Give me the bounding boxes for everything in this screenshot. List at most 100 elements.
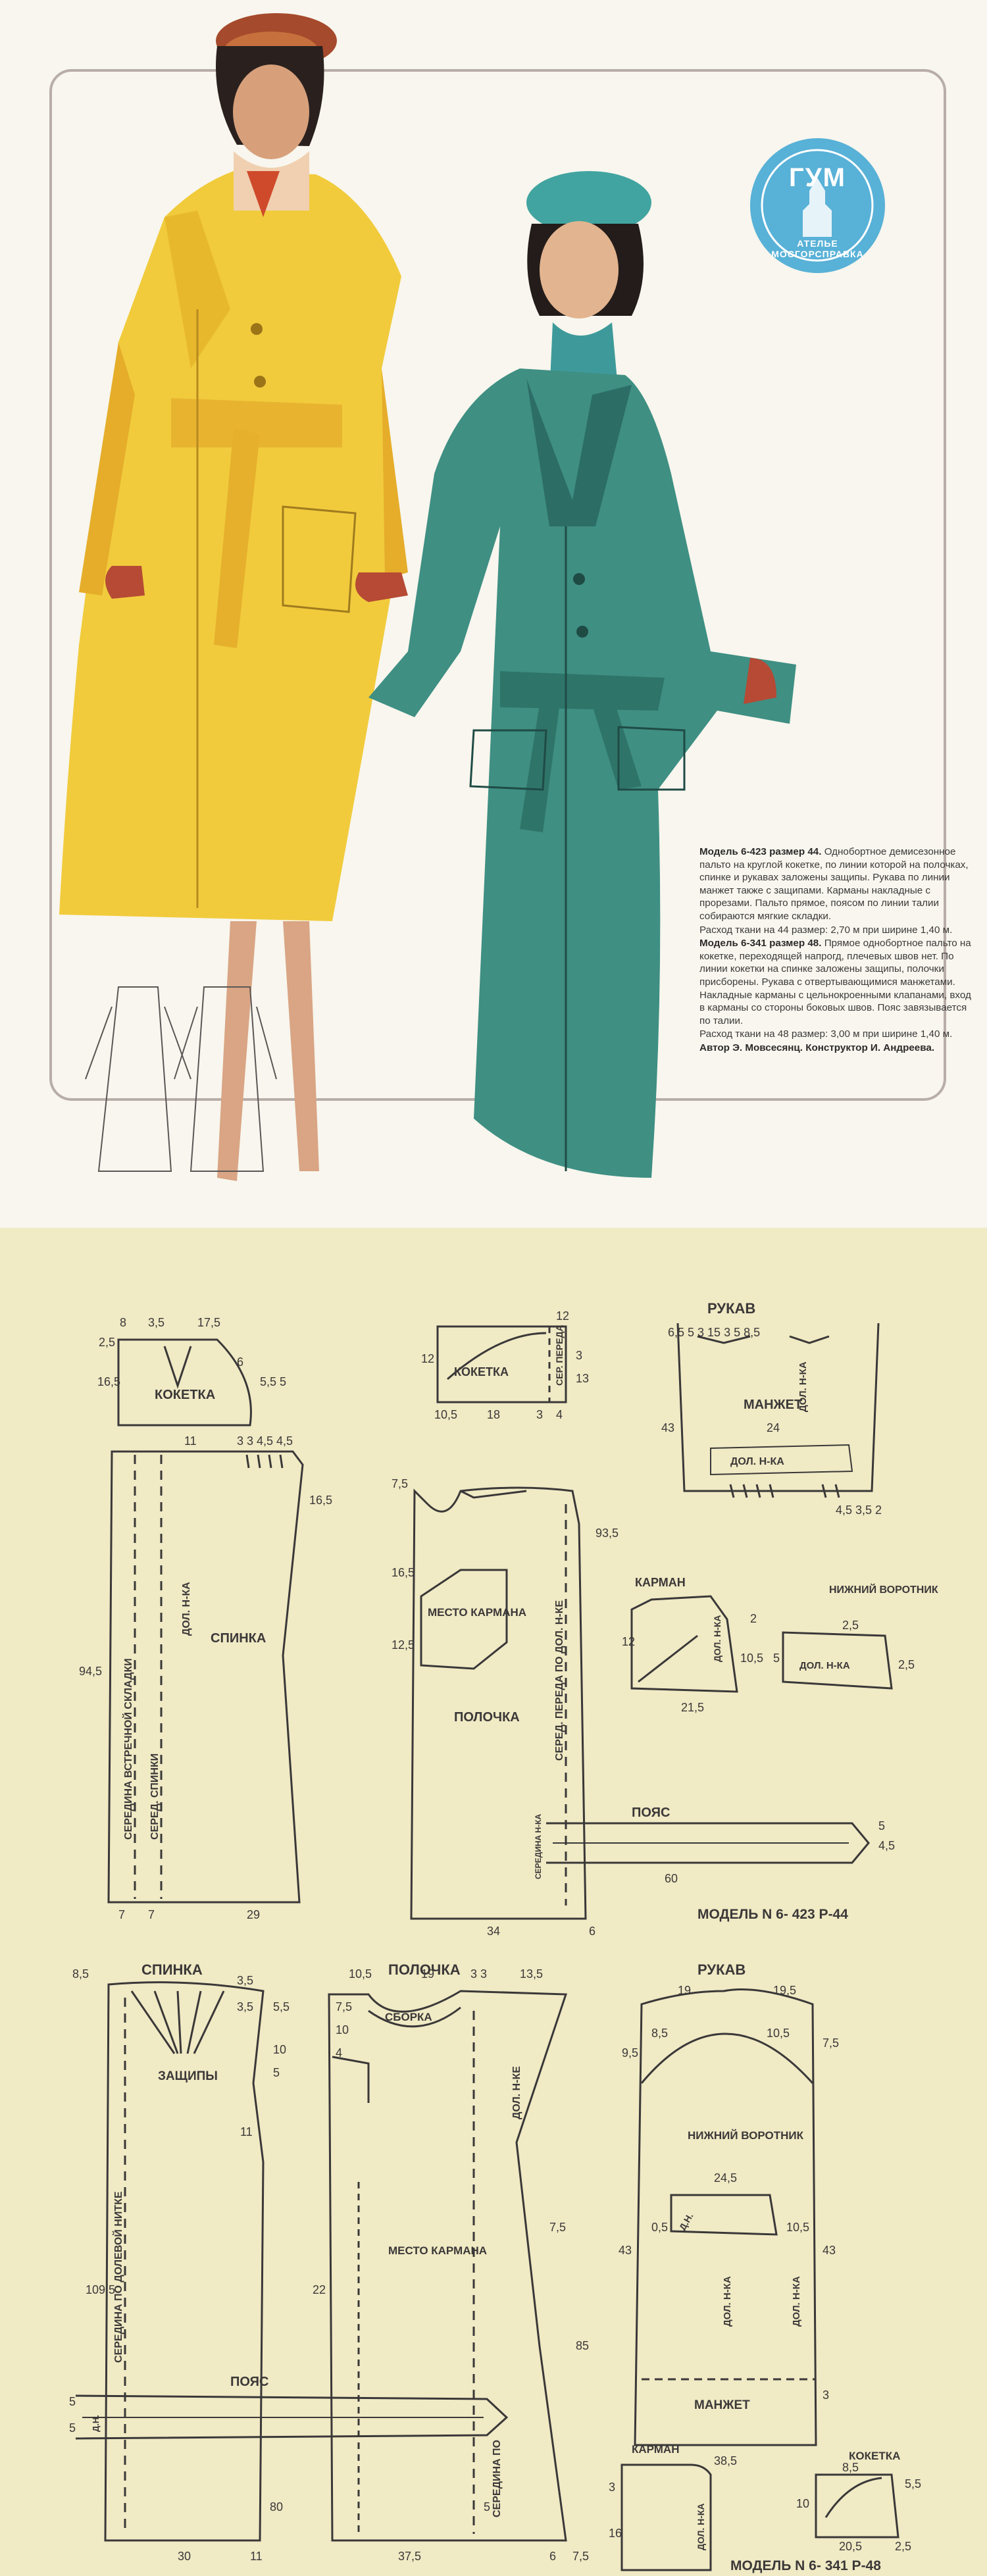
- p1-back-label: СПИНКА: [211, 1631, 266, 1646]
- dim: 5: [878, 1819, 885, 1832]
- dim: 12: [421, 1352, 434, 1365]
- model-description: Модель 6-423 размер 44. Однобортное деми…: [699, 846, 976, 1055]
- pattern-model-6-423: [107, 1323, 893, 1920]
- fashion-illustration: ГУМ АТЕЛЬЕ МОСГОРСПРАВКА Модель 6-423 ра…: [0, 0, 987, 1228]
- p1-pocket-grain-label: ДОЛ. Н-КА: [712, 1615, 722, 1662]
- model1-text: Однобортное демисезонное пальто на кругл…: [699, 846, 969, 922]
- coat-drawings: [59, 13, 796, 1181]
- dim: 5: [773, 1652, 780, 1665]
- dim: 7: [118, 1908, 125, 1921]
- dim: 2,5: [898, 1658, 915, 1671]
- model2-text: Прямое однобортное пальто на кокетке, пе…: [699, 938, 971, 1026]
- dim: 11: [240, 2125, 253, 2138]
- p1-back-grain-label: ДОЛ. Н-КА: [181, 1582, 192, 1636]
- dim: 94,5: [79, 1665, 102, 1678]
- p2-sleeve-grain-label: ДОЛ. Н-КА: [722, 2276, 733, 2327]
- dim: 16,5: [392, 1566, 415, 1579]
- dim: 7,5: [572, 2550, 589, 2563]
- dim: 24: [767, 1421, 780, 1434]
- dim: 6: [549, 2550, 556, 2563]
- dim: 10: [336, 2023, 349, 2036]
- model1-heading: Модель 6-423 размер 44.: [699, 846, 822, 857]
- dim: 85: [576, 2339, 589, 2352]
- dim: 10,5: [349, 1967, 372, 1981]
- p2-back-title: СПИНКА: [141, 1961, 203, 1978]
- dim: 16,5: [97, 1375, 120, 1388]
- dim: 5: [273, 2066, 280, 2079]
- p2-back-center-label: СЕРЕДИНА ПО ДОЛЕВОЙ НИТКЕ: [112, 2191, 124, 2363]
- dim: 5,5 5: [260, 1375, 286, 1388]
- dim: 30: [178, 2550, 191, 2563]
- dim: 6: [589, 1925, 595, 1938]
- dim: 19: [421, 1967, 434, 1981]
- dim: 37,5: [398, 2550, 421, 2563]
- p2-model-label: МОДЕЛЬ N 6- 341 Р-48: [730, 2558, 881, 2573]
- dim: 12: [622, 1635, 635, 1648]
- p1-front-center-small-label: СЕРЕДИНА Н-КА: [534, 1813, 543, 1879]
- dim: 4: [556, 1408, 563, 1421]
- p1-sleeve-grain-label: ДОЛ. Н-КА: [797, 1361, 809, 1412]
- dim: 10,5: [434, 1408, 457, 1421]
- dim: 6,5 5 3 15 3 5 8,5: [668, 1326, 760, 1339]
- gum-atelier-badge: ГУМ АТЕЛЬЕ МОСГОРСПРАВКА: [750, 138, 885, 273]
- dim: 3,5: [148, 1316, 164, 1329]
- dim: 11: [250, 2550, 263, 2563]
- dim: 13: [576, 1372, 589, 1385]
- dim: 21,5: [681, 1701, 704, 1714]
- dim: 12: [556, 1309, 569, 1323]
- dim: 80: [270, 2500, 283, 2513]
- p2-gathers-label: СБОРКА: [385, 2011, 432, 2023]
- model2-fabric: Расход ткани на 48 размер: 3,00 м при ши…: [699, 1028, 953, 1040]
- kremlin-tower-icon: [761, 149, 874, 262]
- p2-cuff-label: МАНЖЕТ: [694, 2398, 750, 2412]
- yellow-coat-figure: [59, 13, 408, 1181]
- dim: 10: [796, 2497, 809, 2510]
- badge-title: ГУМ: [789, 163, 846, 192]
- dim: 8,5: [842, 2461, 859, 2474]
- dim: 5: [484, 2500, 490, 2513]
- dim: 19: [678, 1984, 691, 1997]
- p1-pocket-title: КАРМАН: [635, 1576, 686, 1589]
- dim: 4,5 3,5 2: [836, 1503, 882, 1517]
- dim: 7,5: [549, 2221, 566, 2234]
- p2-tucks-label: ЗАЩИПЫ: [158, 2069, 218, 2083]
- dim: 13,5: [520, 1967, 543, 1981]
- dim: 7,5: [392, 1477, 408, 1490]
- p2-front-grain-label: ДОЛ. Н-КЕ: [511, 2066, 522, 2119]
- model2-heading: Модель 6-341 размер 48.: [699, 938, 822, 949]
- dim: 109,5: [86, 2283, 115, 2296]
- dim: 93,5: [595, 1527, 619, 1540]
- p2-pocket-title: КАРМАН: [632, 2443, 679, 2456]
- dim: 3 3 4,5 4,5: [237, 1434, 293, 1448]
- p2-collar-grain-label: Д.Н.: [677, 2211, 696, 2232]
- dim: 2,5: [895, 2540, 911, 2553]
- p1-back-center-fold-label: СЕРЕДИНА ВСТРЕЧНОЙ СКЛАДКИ: [122, 1658, 134, 1840]
- badge-ring-text: АТЕЛЬЕ МОСГОРСПРАВКА: [771, 238, 864, 259]
- p2-sleeve-title: РУКАВ: [697, 1961, 746, 1978]
- dim: 8,5: [651, 2027, 668, 2040]
- dim: 3: [609, 2481, 615, 2494]
- small-sketches: [85, 986, 277, 1172]
- pattern-model-6-341-labels: СПИНКА ПОЛОЧКА РУКАВ ЗАЩИПЫ СЕРЕДИНА ПО …: [69, 1961, 921, 2576]
- dim: 17,5: [197, 1316, 220, 1329]
- dim: 5: [69, 2395, 76, 2408]
- pattern-model-6-423-labels: КОКЕТКА СПИНКА СЕРЕДИНА ВСТРЕЧНОЙ СКЛАДК…: [79, 1300, 938, 1938]
- dim: 2,5: [99, 1336, 115, 1349]
- dim: 3: [536, 1408, 543, 1421]
- p1-front-yoke-label: КОКЕТКА: [454, 1365, 509, 1378]
- p1-collar-title: НИЖНИЙ ВОРОТНИК: [829, 1583, 938, 1596]
- dim: 16,5: [309, 1494, 332, 1507]
- dim: 43: [822, 2244, 836, 2257]
- p1-sleeve-title: РУКАВ: [707, 1300, 755, 1317]
- p2-collar-title: НИЖНИЙ ВОРОТНИК: [688, 2129, 804, 2142]
- dim: 5,5: [273, 2000, 290, 2013]
- p2-front-center-label: СЕРЕДИНА ПО: [492, 2440, 503, 2517]
- pattern-model-6-341: [75, 1981, 899, 2571]
- dim: 10: [273, 2043, 286, 2056]
- p2-belt-grain-label: Д.Н.: [91, 2415, 101, 2432]
- dim: 3,5: [237, 2000, 253, 2013]
- p1-model-label: МОДЕЛЬ N 6- 423 Р-44: [697, 1907, 848, 1922]
- p2-sleeve-grain-right-label: ДОЛ. Н-КА: [791, 2276, 802, 2327]
- authors: Автор Э. Мовсесянц. Конструктор И. Андре…: [699, 1042, 935, 1053]
